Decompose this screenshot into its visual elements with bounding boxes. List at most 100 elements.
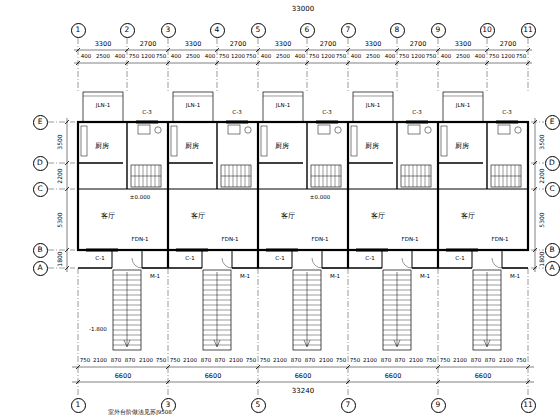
grid-number: 5 xyxy=(256,401,261,409)
grid-bubble: B xyxy=(545,243,560,258)
dimension: 1800 xyxy=(539,251,545,267)
door-tag: JLN-1 xyxy=(455,103,470,109)
grid-bubble: 6 xyxy=(300,23,315,38)
grid-bubble: D xyxy=(33,156,48,171)
dimension: 870 xyxy=(304,358,316,364)
dimension: 870 xyxy=(290,358,302,364)
door-tag: FDN-1 xyxy=(131,237,149,243)
door-tag: FDN-1 xyxy=(491,237,509,243)
grid-bubble: C xyxy=(33,182,48,197)
door-tag: M-1 xyxy=(419,274,430,280)
grid-bubble: 5 xyxy=(251,23,266,38)
dimension: 750 xyxy=(425,358,437,364)
door-tag: JLN-1 xyxy=(95,103,110,109)
dimension: 3500 xyxy=(57,134,63,150)
grid-number: 3 xyxy=(166,401,171,409)
grid-number: 9 xyxy=(436,26,441,34)
door-tag: JLN-1 xyxy=(185,103,200,109)
dimension: 2700 xyxy=(499,41,517,48)
overall-dimension: 33000 xyxy=(291,6,314,13)
grid-number: E xyxy=(550,118,555,126)
door-tag: M-1 xyxy=(239,274,250,280)
window-tag: C-3 xyxy=(502,110,512,116)
grid-number: C xyxy=(37,185,42,193)
grid-number: 2 xyxy=(125,26,130,34)
dimension: 1200 xyxy=(321,54,336,60)
dimension: 750 xyxy=(425,54,437,60)
grid-bubble: 11 xyxy=(521,398,536,413)
grid-number: 1 xyxy=(76,401,81,409)
dimension: 6600 xyxy=(114,373,132,380)
dimension: 2100 xyxy=(363,358,378,364)
dimension: 3300 xyxy=(94,41,112,48)
door-tag: FDN-1 xyxy=(221,237,239,243)
grid-bubble: 1 xyxy=(71,23,86,38)
dimension: 870 xyxy=(110,358,122,364)
dimension: 1800 xyxy=(57,251,63,267)
dimension: 750 xyxy=(128,54,140,60)
dimension: 400 xyxy=(440,54,452,60)
room-name: 厨房 xyxy=(275,143,290,150)
grid-number: 7 xyxy=(346,401,351,409)
dimension: 5300 xyxy=(57,212,63,228)
dimension: 2500 xyxy=(276,54,291,60)
grid-number: B xyxy=(549,246,554,254)
grid-bubble: 7 xyxy=(341,398,356,413)
dimension: 3300 xyxy=(454,41,472,48)
grid-number: D xyxy=(37,159,43,167)
window-tag: C-1 xyxy=(455,256,465,262)
note: 室外台阶做法见苏J9508 xyxy=(108,410,173,416)
dimension: 750 xyxy=(439,358,451,364)
dimension: 2100 xyxy=(273,358,288,364)
dimension: 2100 xyxy=(499,358,514,364)
room-name: 客厅 xyxy=(101,213,116,220)
dimension: 2500 xyxy=(456,54,471,60)
dimension: 400 xyxy=(80,54,92,60)
grid-bubble: 4 xyxy=(210,23,225,38)
window-tag: C-3 xyxy=(412,110,422,116)
dimension: 750 xyxy=(259,358,271,364)
dimension: 750 xyxy=(79,358,91,364)
window-tag: C-3 xyxy=(142,110,152,116)
dimension: 750 xyxy=(398,54,410,60)
dimension: 750 xyxy=(245,358,257,364)
grid-bubble: 10 xyxy=(480,23,495,38)
dimension: 3500 xyxy=(539,134,545,150)
dimension: 3300 xyxy=(184,41,202,48)
dimension: 750 xyxy=(349,358,361,364)
grid-number: A xyxy=(549,264,554,272)
dimension: 870 xyxy=(470,358,482,364)
dimension: 400 xyxy=(170,54,182,60)
grid-number: 1 xyxy=(76,26,81,34)
dimension: 2100 xyxy=(93,358,108,364)
grid-bubble: 8 xyxy=(390,23,405,38)
grid-number: 11 xyxy=(523,401,533,409)
grid-bubble: 3 xyxy=(161,23,176,38)
grid-number: 6 xyxy=(305,26,310,34)
dimension: 6600 xyxy=(294,373,312,380)
grid-bubble: C xyxy=(545,182,560,197)
grid-bubble: 1 xyxy=(71,398,86,413)
dimension: 1200 xyxy=(501,54,516,60)
grid-number: B xyxy=(37,246,42,254)
dimension: 2700 xyxy=(139,41,157,48)
dimension: 2500 xyxy=(366,54,381,60)
grid-number: 10 xyxy=(482,26,492,34)
window-tag: C-1 xyxy=(95,256,105,262)
dimension: 750 xyxy=(515,54,527,60)
door-tag: JLN-1 xyxy=(275,103,290,109)
room-name: 客厅 xyxy=(281,213,296,220)
grid-bubble: A xyxy=(545,261,560,276)
grid-bubble: 9 xyxy=(431,23,446,38)
room-name: 客厅 xyxy=(191,213,206,220)
dimension: 6600 xyxy=(384,373,402,380)
dimension: 750 xyxy=(488,54,500,60)
dimension: 2700 xyxy=(409,41,427,48)
room-name: 厨房 xyxy=(365,143,380,150)
overall-dimension: 33240 xyxy=(291,388,314,395)
grid-number: 3 xyxy=(166,26,171,34)
dimension: 2700 xyxy=(229,41,247,48)
dimension: 400 xyxy=(474,54,486,60)
grid-number: A xyxy=(37,264,42,272)
